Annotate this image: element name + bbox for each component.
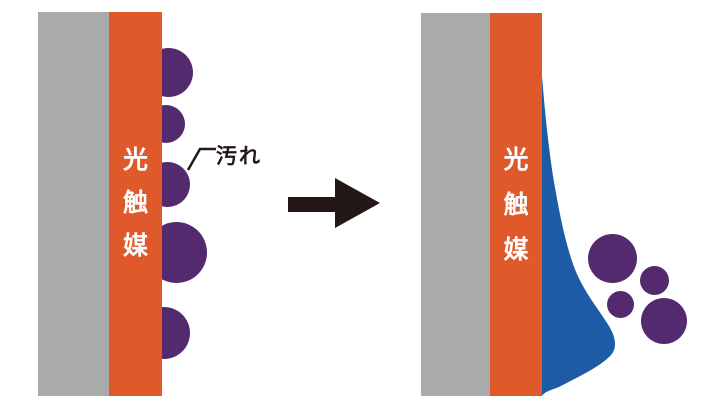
washed-dirt-particle <box>641 298 687 344</box>
label-char: 光 <box>503 146 529 174</box>
photocatalyst-vertical-label: 光 触 媒 <box>109 148 162 259</box>
wall-substrate <box>421 13 490 396</box>
label-char: 触 <box>503 191 529 219</box>
dirt-label-leader-line <box>186 147 216 171</box>
washed-dirt-particle <box>640 266 669 295</box>
wall-substrate <box>38 12 109 396</box>
label-char: 光 <box>122 146 148 174</box>
transition-arrow-icon <box>288 178 380 228</box>
dirt-label: 汚れ <box>216 145 262 168</box>
label-char: 媒 <box>122 232 148 260</box>
label-char: 媒 <box>503 236 529 264</box>
photocatalyst-vertical-label: 光 触 媒 <box>490 148 542 263</box>
label-char: 触 <box>122 189 148 217</box>
photocatalyst-coating <box>490 13 542 396</box>
washed-dirt-particle <box>588 234 637 283</box>
photocatalyst-coating <box>109 12 162 396</box>
washed-dirt-particle <box>607 291 634 318</box>
